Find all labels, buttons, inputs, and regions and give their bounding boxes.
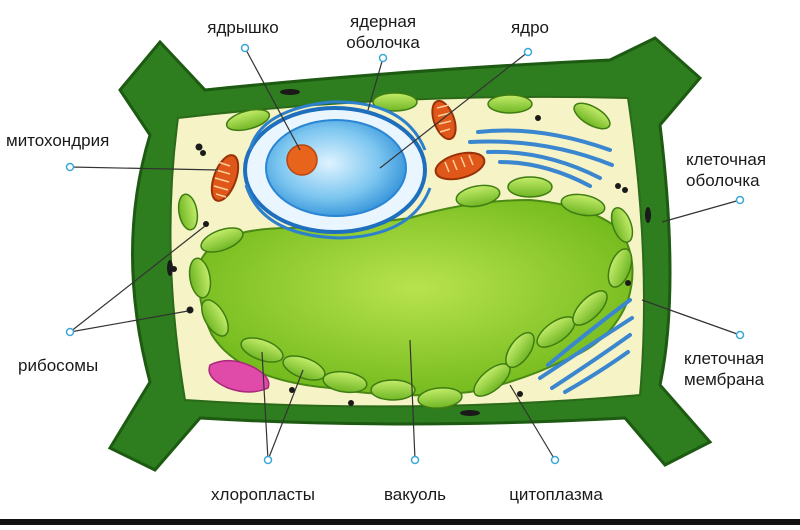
wall-marks <box>167 89 651 416</box>
mitochondria-group <box>210 99 486 202</box>
pointer-lines <box>69 47 741 461</box>
label-cell-wall-line2: оболочка <box>686 171 760 190</box>
bottom-border <box>0 519 800 525</box>
label-cell-membrane-line1: клеточная <box>684 349 765 368</box>
label-ribosomes: рибосомы <box>18 356 99 375</box>
label-vacuole: вакуоль <box>383 485 447 504</box>
endoplasmic-reticulum-top <box>468 128 614 188</box>
label-mitochondria: митохондрия <box>6 131 110 150</box>
label-nuclear-envelope-line1: ядерная <box>349 12 417 31</box>
pointer-dots <box>65 43 745 465</box>
label-cell-membrane-line2: мембрана <box>684 370 765 389</box>
ribosomes-group <box>171 115 631 406</box>
label-cell-wall-line1: клеточная <box>686 150 767 169</box>
chloroplasts-group <box>177 92 634 409</box>
label-nuclear-envelope-line2: оболочка <box>346 33 420 52</box>
label-chloroplasts: хлоропласты <box>210 485 316 504</box>
nucleolus <box>286 144 318 176</box>
label-nucleolus: ядрышко <box>207 18 279 37</box>
nucleus <box>265 119 407 217</box>
label-cytoplasm: цитоплазма <box>509 485 603 504</box>
label-nucleus: ядро <box>510 18 550 37</box>
pink-organelle <box>208 359 270 393</box>
endoplasmic-reticulum-bottom <box>538 298 634 394</box>
